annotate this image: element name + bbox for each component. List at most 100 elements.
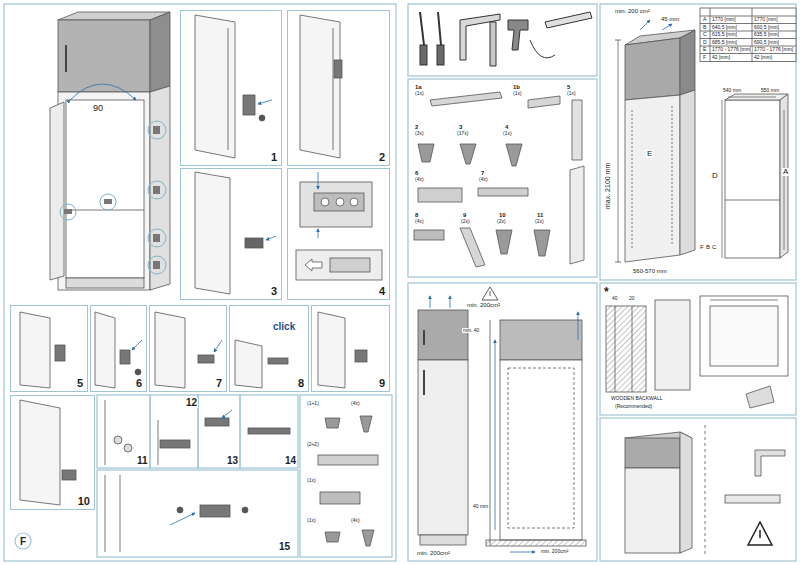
- callout-label: (4x): [414, 219, 425, 224]
- step-number: 4: [378, 286, 386, 297]
- step-panel: 1: [180, 10, 282, 166]
- step-illustrations: [195, 15, 235, 158]
- callout-label: (4x): [350, 518, 361, 523]
- backwall-drawing: [606, 306, 646, 392]
- tools: [420, 45, 427, 65]
- ventilation-drawing: [510, 552, 535, 553]
- ventilation-drawing: [500, 360, 582, 540]
- callout-label: 9: [462, 212, 467, 218]
- parts-kit: [506, 144, 522, 166]
- panel-frames: [300, 395, 392, 557]
- backwall-drawing: [710, 306, 778, 366]
- panel-frames: [4, 4, 396, 561]
- ventilation-drawing: [418, 360, 468, 535]
- callout-label: (2+2): [306, 442, 320, 447]
- callout-label: (2x): [496, 219, 507, 224]
- built-in-fridge: [153, 126, 160, 134]
- ventilation-drawing: [420, 535, 466, 545]
- built-in-fridge: [60, 204, 76, 220]
- ventilation-drawing: [578, 312, 579, 340]
- parts-kit: [496, 230, 512, 254]
- step-illustrations: [114, 436, 122, 444]
- backwall-drawing: [632, 306, 633, 392]
- callout-label: 635,5 [mm]: [753, 32, 780, 37]
- step-illustrations: [334, 60, 342, 78]
- step-illustrations: [325, 532, 340, 542]
- step-illustrations: [124, 444, 132, 452]
- built-in-fridge: [153, 234, 160, 242]
- parts-kit: [478, 188, 528, 196]
- panel-frames: [240, 395, 298, 468]
- ventilation-drawing: [423, 330, 425, 345]
- step-illustrations: [222, 410, 232, 418]
- step-illustrations: [245, 238, 263, 248]
- backwall-drawing: [615, 306, 616, 392]
- callout-label: 600,5 [mm]: [753, 25, 780, 30]
- dimension-drawing: [618, 40, 619, 262]
- callout-label: A: [702, 17, 707, 22]
- step-illustrations: [242, 507, 248, 513]
- step-illustrations: [228, 28, 229, 150]
- step-panel: 2: [287, 10, 390, 166]
- callout-label: 8: [414, 212, 419, 218]
- step-illustrations: [355, 350, 367, 362]
- level-check-drawing: [680, 432, 692, 553]
- level-check-drawing: [759, 530, 761, 538]
- step-panel: 10: [10, 395, 95, 510]
- level-check-drawing: [625, 438, 680, 468]
- step-illustrations: [198, 355, 214, 363]
- panel-frames: [4, 4, 796, 561]
- parts-kit: [534, 230, 550, 256]
- parts-kit: [418, 144, 434, 162]
- panel-frames: [600, 4, 796, 280]
- callout-label: (2x): [534, 219, 545, 224]
- tools: [508, 20, 528, 50]
- dimension-drawing: [615, 262, 621, 263]
- callout-label: (1+1): [306, 401, 320, 406]
- callout-label: 40 mm: [472, 504, 489, 509]
- callout-label: 13: [226, 456, 239, 466]
- step-illustrations: [330, 258, 370, 272]
- callout-label: 90: [92, 104, 104, 113]
- built-in-fridge: [104, 199, 112, 204]
- callout-label: 42 [mm]: [753, 55, 773, 60]
- step-illustrations: [20, 400, 60, 505]
- level-check-drawing: [625, 425, 785, 555]
- backwall-drawing: [606, 296, 788, 408]
- step-illustrations: [318, 229, 319, 238]
- step-illustrations: [155, 312, 185, 388]
- callout-label: 10: [498, 212, 507, 218]
- step-illustrations: [314, 193, 364, 211]
- callout-label: 40: [611, 296, 619, 301]
- callout-label: 15: [278, 542, 291, 552]
- step-number: 1: [270, 152, 278, 163]
- built-in-fridge: [148, 256, 166, 274]
- built-in-fridge: [148, 181, 166, 199]
- level-check-drawing: [625, 468, 680, 553]
- step-illustrations: [360, 416, 372, 432]
- callout-label: (4x): [350, 401, 361, 406]
- callout-label: (1x): [566, 91, 577, 96]
- callout-label: min. 40: [462, 328, 480, 333]
- callout-label: 3: [458, 124, 463, 130]
- callout-label: 1a: [414, 84, 423, 90]
- step-illustrations: [300, 182, 372, 227]
- panel-frames: [408, 79, 597, 277]
- dimension-drawing: [780, 94, 788, 258]
- dimension-drawing: [680, 30, 695, 95]
- built-in-fridge: [153, 186, 160, 194]
- callout-label: 11: [136, 456, 149, 466]
- step-illustrations: [214, 340, 222, 352]
- dimension-drawing: [625, 95, 680, 262]
- step-panel: 4: [287, 168, 390, 300]
- step-illustrations: [158, 420, 159, 465]
- callout-label: 550 mm: [760, 88, 780, 93]
- dimension-drawing: [662, 24, 672, 30]
- parts-kit: [418, 188, 462, 202]
- step-illustrations: [55, 345, 65, 361]
- step-illustrations: [243, 95, 255, 115]
- callout-label: 11: [536, 212, 544, 218]
- callout-label: (Recommended): [614, 404, 653, 409]
